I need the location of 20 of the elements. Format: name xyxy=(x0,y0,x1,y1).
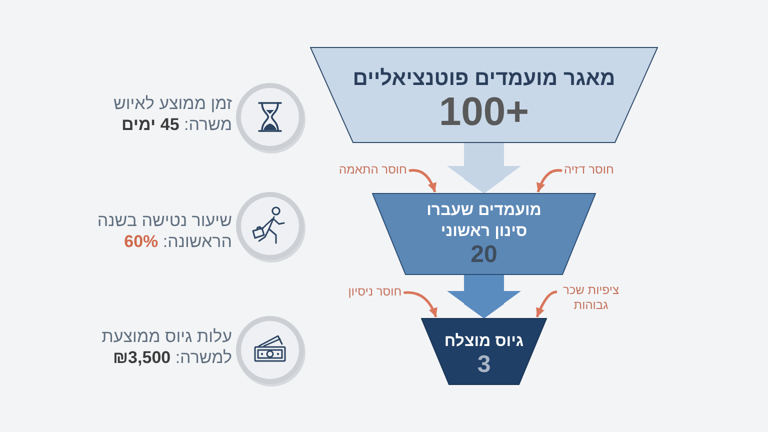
curved-arrow xyxy=(404,291,438,318)
funnel-segment xyxy=(372,193,596,275)
annotation: חוסר התאמה xyxy=(339,162,407,178)
block-arrow xyxy=(447,143,521,193)
stage-title: מאגר מועמדים פוטנציאליים xyxy=(352,66,616,90)
funnel-segment xyxy=(310,47,658,143)
stage-count: 100+ xyxy=(438,90,530,132)
curved-arrow xyxy=(536,290,558,318)
stage-title: מועמדים שעברו סינון ראשוני xyxy=(426,201,542,242)
stage-count: 3 xyxy=(477,352,491,378)
funnel-segment xyxy=(421,318,547,385)
block-arrow xyxy=(447,275,521,318)
annotation: חוסר ניסיון xyxy=(348,284,402,300)
annotation: ציפיות שכר גבוהות xyxy=(559,283,623,313)
stage-count: 20 xyxy=(470,242,498,268)
curved-arrow xyxy=(536,169,562,192)
stat-text: זמן ממוצע לאיוש משרה: 45 ימים xyxy=(112,93,232,135)
annotation: חוסר דזיה xyxy=(564,162,614,178)
curved-arrow xyxy=(408,169,436,192)
stage-title: גיוס מוצלח xyxy=(444,332,524,352)
